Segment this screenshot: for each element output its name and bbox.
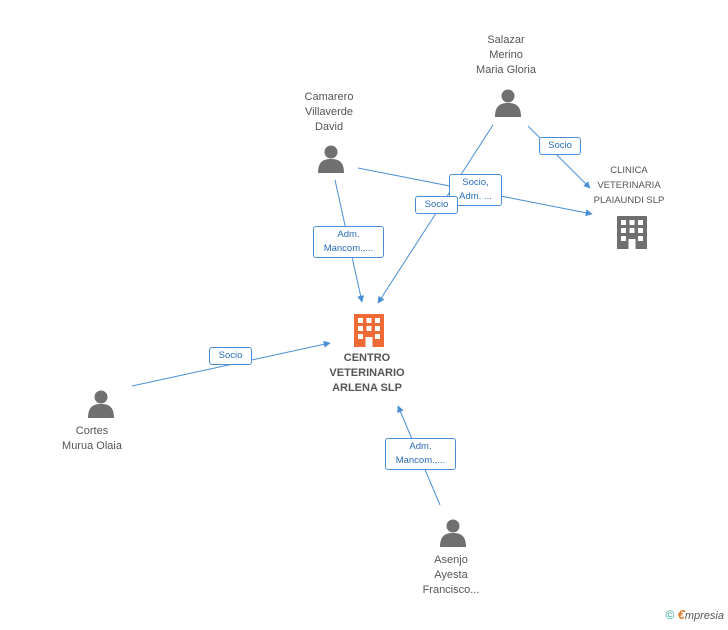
building-icon[interactable] xyxy=(354,314,384,347)
node-label-line: ARLENA SLP xyxy=(332,382,402,394)
node-label-line: CLINICA xyxy=(610,165,648,176)
edge-label-camarero-centro[interactable]: Adm. Mancom.,... xyxy=(313,226,384,258)
edge-label-line: Socio, xyxy=(462,177,489,188)
edge-label-line: Socio xyxy=(424,199,449,210)
node-label-line: Ayesta xyxy=(434,569,468,581)
node-label-line: Merino xyxy=(489,49,523,61)
node-label-line: Maria Gloria xyxy=(476,64,536,76)
edge-label-line: Adm. ... xyxy=(459,191,492,202)
edge-label-line: Adm. xyxy=(409,441,432,452)
copyright-icon: © xyxy=(665,608,675,622)
edge-salazar-clinica xyxy=(527,125,591,189)
edge-label-line: Socio xyxy=(548,140,572,151)
brand-initial: € xyxy=(677,607,685,622)
person-icon[interactable] xyxy=(495,89,521,118)
brand-name: mpresia xyxy=(684,610,724,622)
building-icon[interactable] xyxy=(617,216,647,249)
person-icon[interactable] xyxy=(88,390,114,419)
node-label-line: Murua Olaia xyxy=(62,440,122,452)
node-label-line: Asenjo xyxy=(434,554,468,566)
edge-label-cortes-centro[interactable]: Socio xyxy=(209,347,252,365)
node-label-line: Cortes xyxy=(75,425,109,437)
edge-label-line: Mancom.,... xyxy=(323,243,374,254)
node-label-line: PLAIAUNDI SLP xyxy=(593,195,665,206)
node-label-line: Francisco... xyxy=(422,584,480,596)
edge-salazar-centro xyxy=(377,124,494,304)
edge-label-salazar-centro[interactable]: Socio xyxy=(415,196,458,214)
brand-footer: © €mpresia xyxy=(665,607,724,622)
edge-label-line: Adm. xyxy=(337,229,360,240)
node-label-centro[interactable]: CENTRO VETERINARIO ARLENA SLP xyxy=(307,351,427,396)
edge-label-line: Socio xyxy=(218,350,243,361)
node-label-line: VETERINARIO xyxy=(329,367,405,379)
edge-label-salazar-clinica[interactable]: Socio xyxy=(539,137,581,155)
brand-logo: €mpresia xyxy=(677,607,724,622)
node-label-line: Villaverde xyxy=(304,106,354,118)
node-label-line: CENTRO xyxy=(343,352,391,364)
edge-label-line: Mancom.,... xyxy=(395,455,446,466)
person-icon[interactable] xyxy=(440,519,466,548)
node-label-line: Salazar xyxy=(487,34,525,46)
person-icon[interactable] xyxy=(318,145,344,174)
node-label-clinica[interactable]: CLINICA VETERINARIA PLAIAUNDI SLP xyxy=(569,163,689,208)
node-label-camarero[interactable]: Camarero Villaverde David xyxy=(259,90,399,135)
node-label-salazar[interactable]: Salazar Merino Maria Gloria xyxy=(436,33,576,78)
node-label-line: VETERINARIA xyxy=(597,180,661,191)
edge-label-asenjo-centro[interactable]: Adm. Mancom.,... xyxy=(385,438,456,470)
node-label-line: Camarero xyxy=(304,91,354,103)
node-label-line: David xyxy=(314,121,344,133)
node-label-cortes[interactable]: Cortes Murua Olaia xyxy=(22,424,162,454)
node-label-asenjo[interactable]: Asenjo Ayesta Francisco... xyxy=(381,553,521,598)
